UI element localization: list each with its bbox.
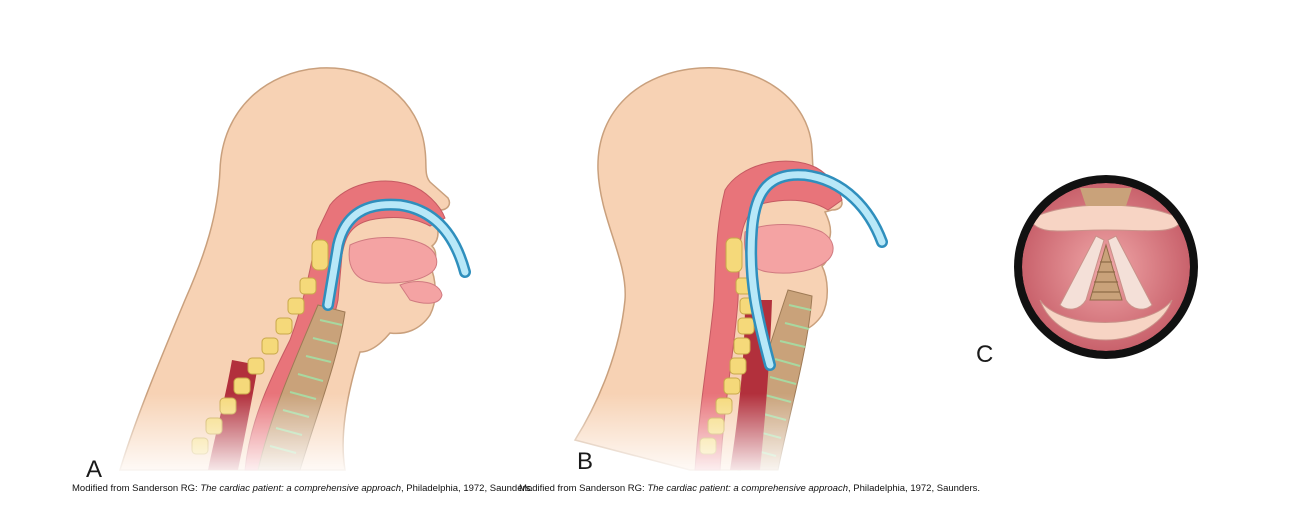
credit-title: The cardiac patient: a comprehensive app… — [647, 483, 848, 494]
panel-a-fade — [0, 0, 560, 480]
panel-b-credit: Modified from Sanderson RG: The cardiac … — [519, 484, 980, 494]
panel-label-c: C — [976, 341, 994, 368]
panel-c-ring-lines — [1092, 261, 1120, 293]
credit-title: The cardiac patient: a comprehensive app… — [200, 483, 401, 494]
panel-label-b: B — [577, 448, 594, 475]
panel-a-nasal-airway-figure — [0, 0, 560, 480]
credit-prefix: Modified from Sanderson RG: — [72, 483, 201, 494]
panel-c-lower-folds — [1039, 299, 1173, 341]
panel-c-posterior-wall — [1080, 188, 1132, 206]
credit-suffix: , Philadelphia, 1972, Saunders. — [401, 483, 534, 494]
panel-c-vocal-cord-right — [1107, 235, 1153, 310]
panel-label-a: A — [86, 456, 103, 483]
panel-b-nasogastric-figure — [560, 0, 960, 480]
panel-a-credit: Modified from Sanderson RG: The cardiac … — [72, 484, 533, 494]
panel-c-laryngoscopic-view — [1014, 175, 1198, 359]
credit-prefix: Modified from Sanderson RG: — [519, 483, 648, 494]
panel-b-fade — [560, 0, 960, 480]
panel-c-vocal-cord-left — [1059, 235, 1105, 310]
credit-suffix: , Philadelphia, 1972, Saunders. — [848, 483, 981, 494]
